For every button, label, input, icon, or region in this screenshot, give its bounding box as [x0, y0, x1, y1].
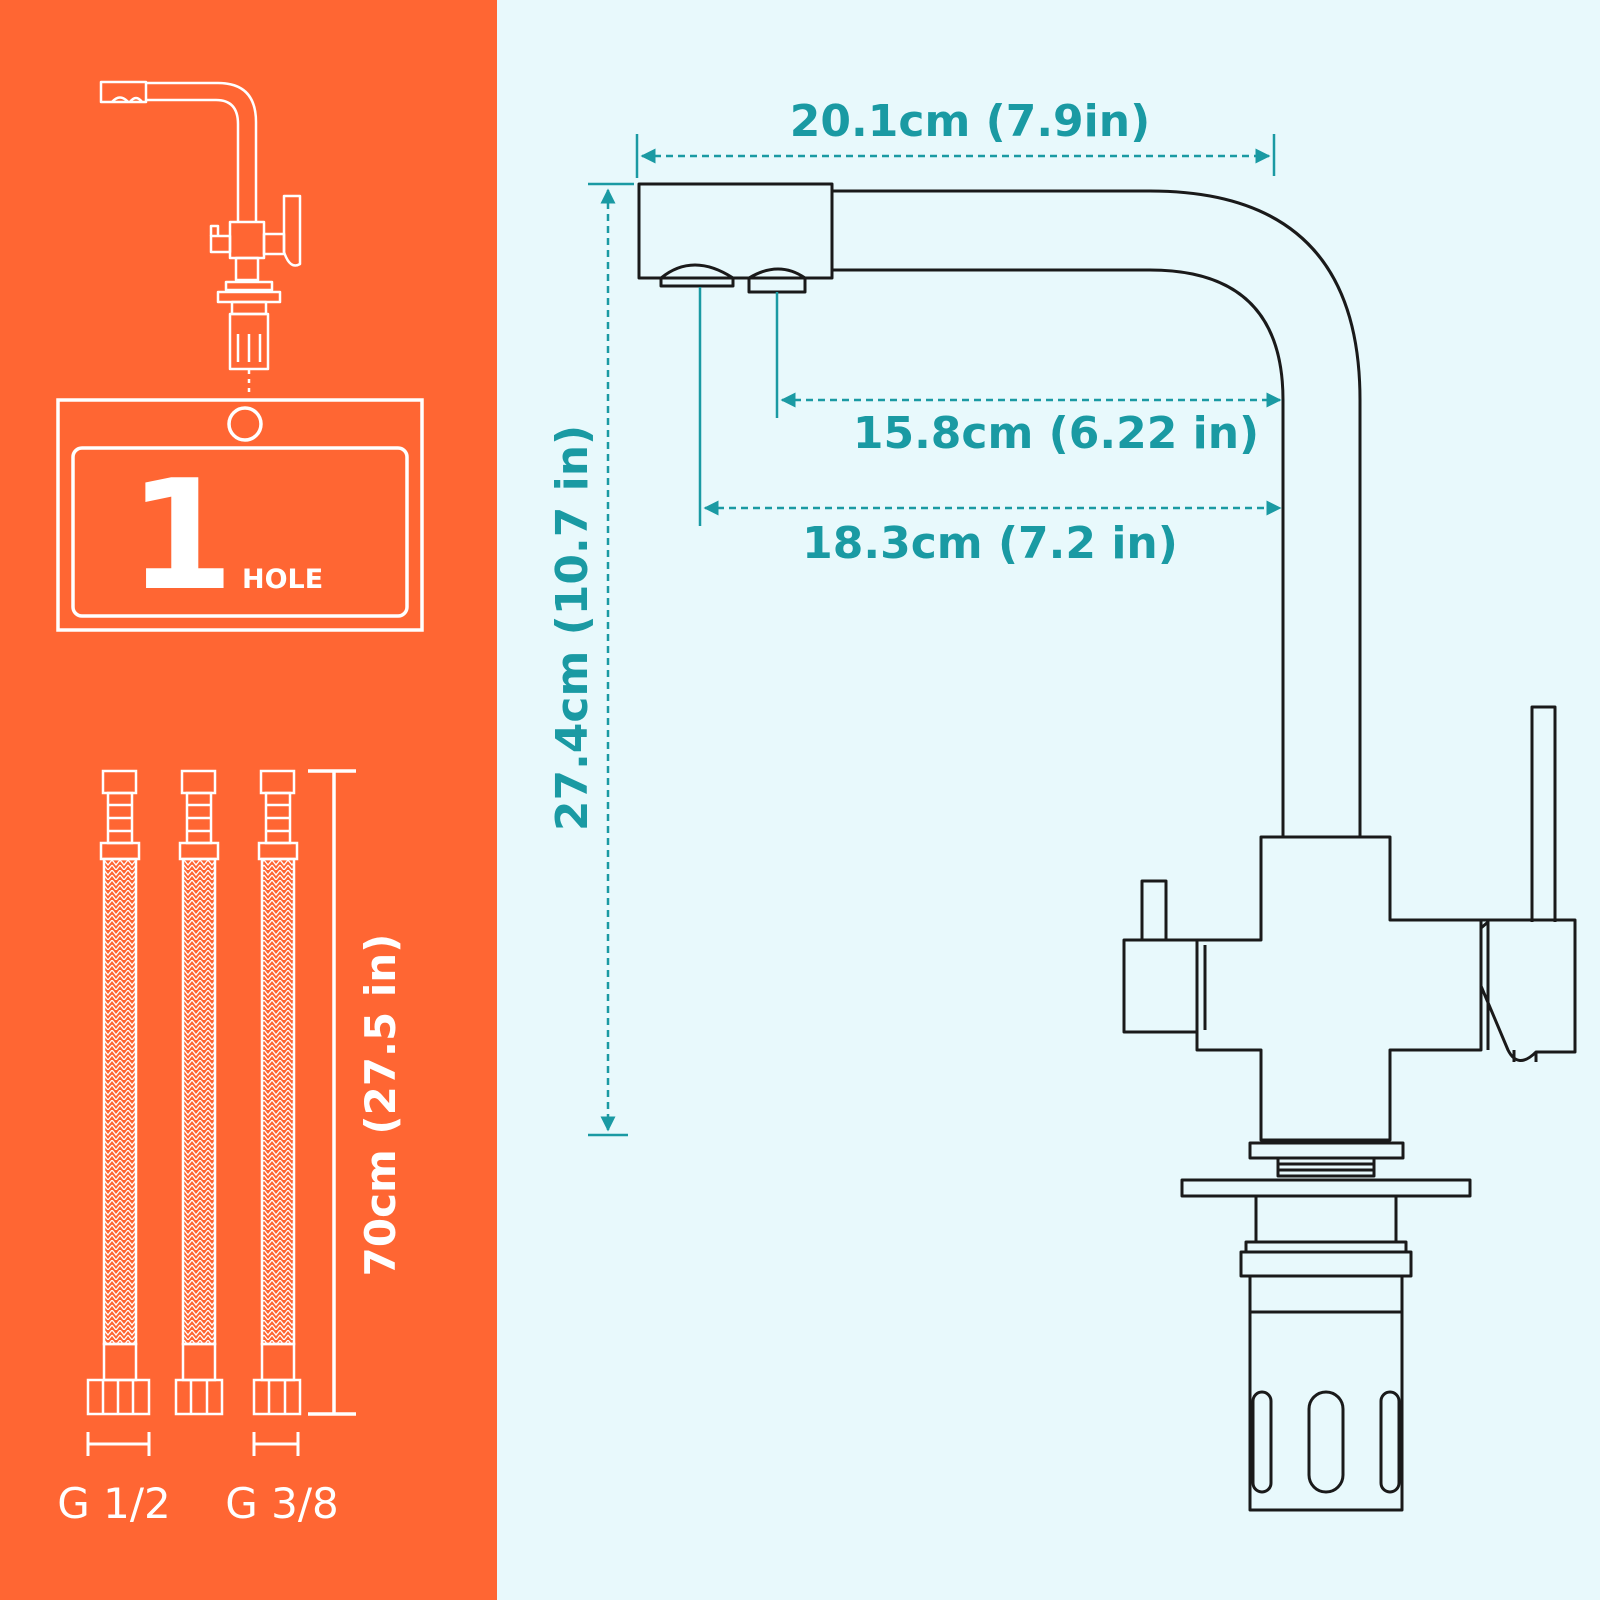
- dimension-diagram: 20.1cm (7.9in) 27.4cm (10.7 in) 15.8cm (…: [497, 0, 1600, 1600]
- thread-size-half-label: G 1/2: [57, 1479, 171, 1528]
- height-dimension-line: [588, 182, 634, 1137]
- hose-length-label: 70cm (27.5 in): [356, 934, 405, 1277]
- left-panel-art: 1 HOLE: [0, 0, 497, 1600]
- reach-short-dimension-label: 15.8cm (6.22 in): [853, 408, 1259, 459]
- sink-hole-icon: [56, 398, 424, 632]
- right-panel: 20.1cm (7.9in) 27.4cm (10.7 in) 15.8cm (…: [497, 0, 1600, 1600]
- faucet-diagram: [637, 182, 1577, 1512]
- hose-length-bracket: [308, 769, 356, 1416]
- width-dimension-label: 20.1cm (7.9in): [790, 96, 1150, 147]
- reach-long-dimension-label: 18.3cm (7.2 in): [802, 518, 1178, 569]
- reach-short-dimension-line: [775, 292, 1282, 418]
- faucet-outline-icon: [99, 80, 302, 396]
- thread-size-three-eighths-label: G 3/8: [225, 1479, 339, 1528]
- left-panel: 1 HOLE: [0, 0, 497, 1600]
- reach-long-dimension-line: [698, 287, 1282, 526]
- mount-hole-count: 1: [128, 447, 234, 624]
- right-background: [497, 0, 1600, 1600]
- left-background: [0, 0, 497, 1600]
- width-dimension-line: [635, 134, 1276, 178]
- thread-size-brackets: [86, 1432, 300, 1456]
- mount-hole-label: HOLE: [242, 564, 323, 595]
- height-dimension-label: 27.4cm (10.7 in): [547, 425, 598, 831]
- braided-hose-icon: [86, 769, 302, 1416]
